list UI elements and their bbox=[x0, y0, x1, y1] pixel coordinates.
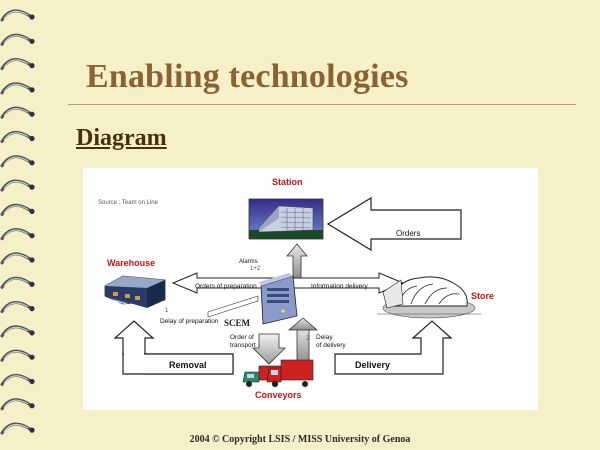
store-image bbox=[377, 276, 481, 319]
binding-ring-highlight bbox=[3, 253, 29, 263]
binding-ring-highlight bbox=[3, 10, 29, 20]
delay-of-preparation-number: 1 bbox=[165, 308, 169, 314]
removal-arrow-shaft bbox=[122, 353, 234, 375]
delay-of-preparation-label: Delay of preparation bbox=[160, 318, 219, 325]
binding-ring-highlight bbox=[3, 278, 29, 287]
orders-of-preparation-label: Orders of preparation bbox=[195, 283, 257, 290]
warehouse-image bbox=[104, 275, 166, 311]
order-of-transport-label-1: Order of bbox=[230, 334, 254, 341]
delay-of-delivery-number: 2 bbox=[306, 336, 310, 342]
binding-hole bbox=[29, 63, 35, 69]
binding-ring-highlight bbox=[3, 326, 29, 336]
binding-hole bbox=[29, 38, 35, 44]
binding-ring-highlight bbox=[3, 132, 29, 141]
orders-label: Orders bbox=[396, 229, 420, 238]
alarms-number: 1+2 bbox=[250, 266, 261, 272]
binding-hole bbox=[29, 14, 35, 20]
warehouse-label: Warehouse bbox=[107, 258, 155, 268]
scem-server-image bbox=[259, 273, 298, 325]
slide-subtitle: Diagram bbox=[76, 125, 167, 151]
binding-hole bbox=[29, 111, 35, 117]
spiral-binding bbox=[0, 9, 35, 435]
source-note: Source : Team on Line bbox=[98, 200, 159, 206]
orders-arrow bbox=[326, 196, 462, 252]
station-building-image bbox=[248, 198, 324, 240]
binding-hole bbox=[29, 281, 35, 287]
binding-hole bbox=[29, 403, 35, 409]
slide-title: Enabling technologies bbox=[86, 58, 409, 95]
binding-ring-highlight bbox=[3, 399, 29, 409]
binding-hole bbox=[29, 135, 35, 142]
delay-of-preparation-arrow bbox=[207, 295, 259, 318]
binding-hole bbox=[29, 184, 35, 190]
station-label: Station bbox=[272, 177, 303, 187]
binding-ring-highlight bbox=[3, 59, 29, 68]
store-label: Store bbox=[471, 291, 494, 301]
binding-hole bbox=[29, 233, 35, 239]
binding-hole bbox=[29, 354, 35, 360]
binding-hole bbox=[29, 208, 35, 214]
copyright-footer: 2004 © Copyright LSIS / MISS University … bbox=[189, 434, 411, 445]
information-delivery-label: Information delivery bbox=[311, 283, 368, 290]
binding-hole bbox=[29, 378, 35, 385]
diagram-canvas: Source : Team on Line Station Orders Ala… bbox=[98, 177, 494, 400]
supply-chain-diagram: Source : Team on Line Station Orders Ala… bbox=[83, 168, 538, 410]
delivery-arrow bbox=[334, 320, 453, 375]
title-divider bbox=[68, 104, 576, 105]
binding-ring-highlight bbox=[3, 83, 29, 93]
binding-ring-highlight bbox=[3, 156, 29, 166]
removal-label: Removal bbox=[169, 360, 207, 370]
conveyors-label: Conveyors bbox=[255, 390, 302, 400]
binding-hole bbox=[29, 427, 35, 433]
binding-ring-highlight bbox=[3, 229, 29, 238]
binding-hole bbox=[29, 306, 35, 312]
binding-ring-highlight bbox=[3, 302, 29, 311]
binding-ring-highlight bbox=[3, 205, 29, 214]
binding-ring-highlight bbox=[3, 351, 29, 360]
binding-ring-highlight bbox=[3, 180, 29, 190]
binding-hole bbox=[29, 330, 35, 336]
binding-ring-highlight bbox=[3, 423, 29, 433]
binding-hole bbox=[29, 160, 35, 166]
delivery-label: Delivery bbox=[355, 360, 390, 370]
delay-of-delivery-label-2: of delivery bbox=[316, 342, 346, 349]
binding-ring-highlight bbox=[3, 108, 29, 117]
delay-of-delivery-arrow-head bbox=[287, 317, 319, 331]
binding-ring-highlight bbox=[3, 375, 29, 384]
scem-label: SCEM bbox=[224, 318, 251, 328]
binding-ring-highlight bbox=[3, 35, 29, 44]
binding-hole bbox=[29, 257, 35, 263]
delay-of-delivery-arrow-body bbox=[296, 325, 310, 365]
delay-of-delivery-label-1: Delay bbox=[316, 334, 333, 341]
order-of-transport-arrow bbox=[252, 333, 286, 365]
conveyors-trucks-image bbox=[242, 359, 314, 387]
order-of-transport-label-2: transport bbox=[230, 342, 256, 349]
alarms-label: Alarms bbox=[239, 259, 258, 265]
binding-hole bbox=[29, 87, 35, 93]
